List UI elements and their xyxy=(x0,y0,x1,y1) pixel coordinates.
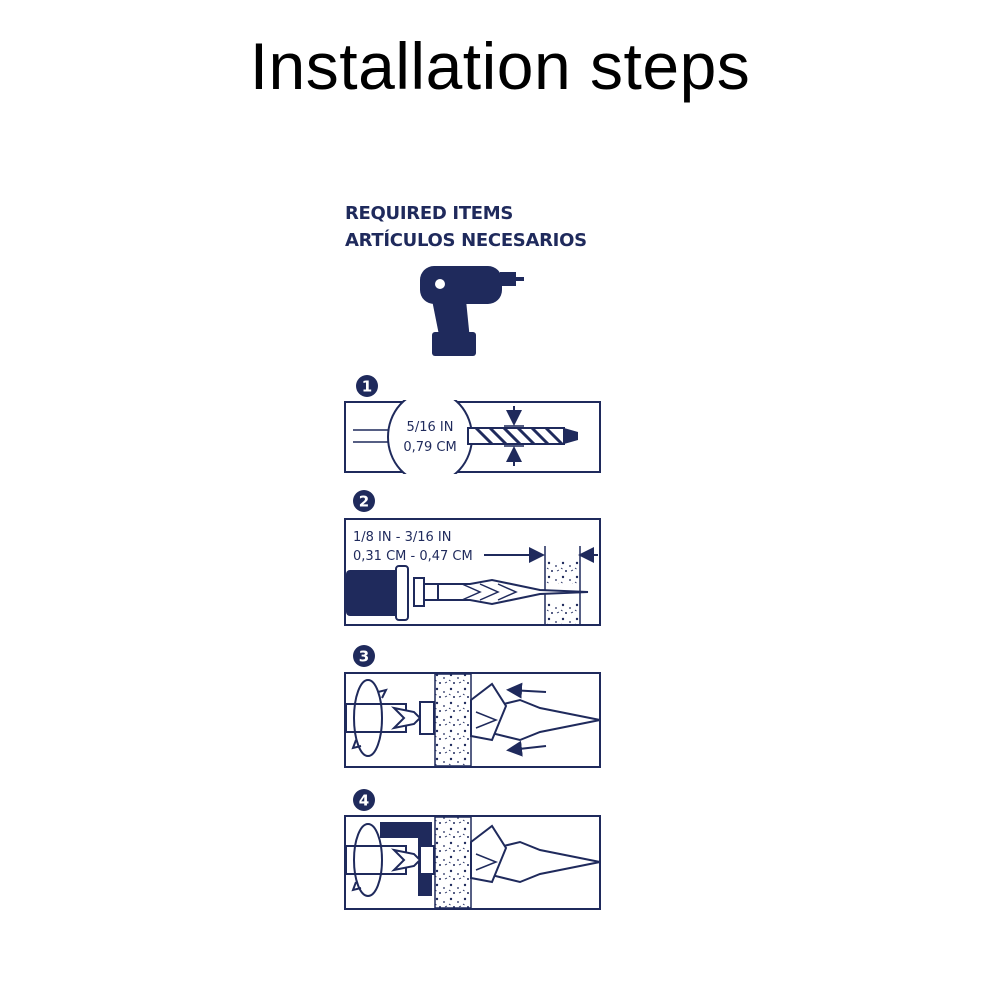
drill-bit-icon xyxy=(467,406,578,466)
page-title: Installation steps xyxy=(249,29,751,103)
wall-thickness-in: 1/8 IN - 3/16 IN xyxy=(353,530,451,545)
cordless-drill-icon xyxy=(420,266,524,356)
required-items-label: REQUIRED ITEMS xyxy=(345,203,514,224)
wall-section xyxy=(434,673,472,767)
step-number: 2 xyxy=(359,493,369,511)
wall-thickness-cm: 0,31 CM - 0,47 CM xyxy=(353,549,473,564)
step-number-badge xyxy=(353,645,375,667)
anchor-icon xyxy=(413,577,589,607)
required-items-heading: REQUIRED ITEMS ARTÍCULOS NECESARIOS xyxy=(345,200,587,254)
step-1: 1 5/16 IN 0,79 CM xyxy=(344,375,601,494)
wall-section xyxy=(434,816,472,909)
step-number: 4 xyxy=(359,792,369,810)
step-number: 1 xyxy=(362,378,372,396)
drill-size-in: 5/16 IN xyxy=(407,420,454,435)
required-items-label-es: ARTÍCULOS NECESARIOS xyxy=(345,230,587,251)
step-3: 3 xyxy=(344,645,601,768)
drill-size-cm: 0,79 CM xyxy=(403,440,456,455)
hammer-head-icon xyxy=(346,565,409,621)
step-number-badge xyxy=(353,490,375,512)
step-number-badge xyxy=(356,375,378,397)
step-4: 4 xyxy=(344,789,601,910)
step-number: 3 xyxy=(359,648,369,666)
step-number-badge xyxy=(353,789,375,811)
step-2: 2 1/8 IN - 3/16 IN 0,31 CM - 0,47 CM xyxy=(344,490,601,626)
